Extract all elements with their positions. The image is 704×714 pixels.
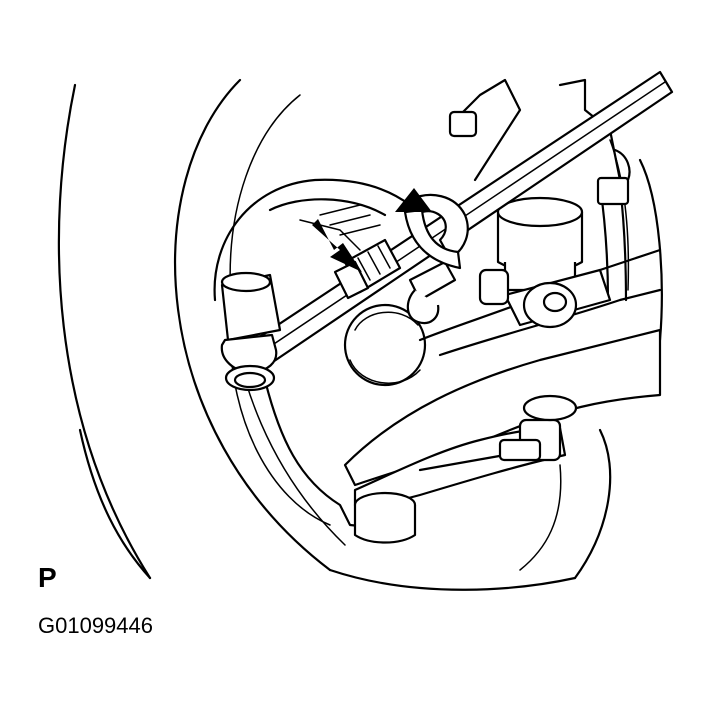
- ball-joint-tool: [353, 394, 578, 544]
- lower-control-arm: [343, 248, 662, 487]
- adjuster-nut: [333, 238, 402, 300]
- rotation-arrow-icon: [395, 188, 462, 270]
- upper-frame: [448, 78, 663, 342]
- steering-knuckle: [213, 178, 427, 532]
- view-letter: P: [38, 562, 57, 593]
- tire-arcs: [57, 78, 612, 591]
- figure-code: G01099446: [38, 613, 153, 638]
- straight-arrow-icon: [312, 219, 362, 272]
- caliper-cylinder: [496, 196, 584, 292]
- tie-rod-end: [220, 271, 282, 392]
